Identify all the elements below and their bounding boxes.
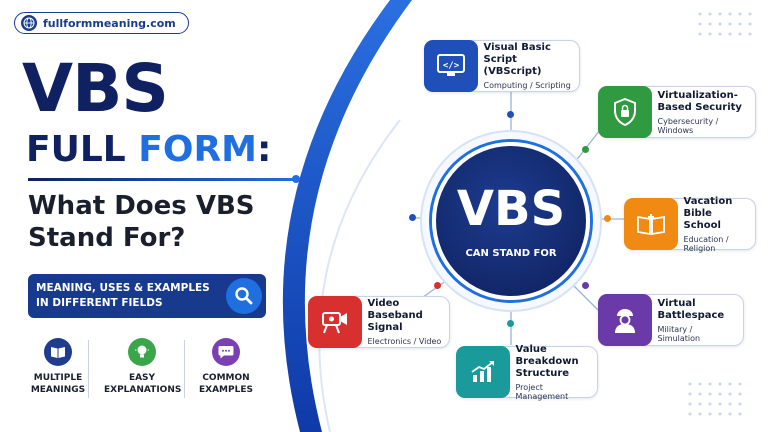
globe-icon xyxy=(21,15,37,31)
shield-lock-icon xyxy=(597,86,652,138)
card-title-line-1: Vacation xyxy=(683,195,733,207)
connector-dot xyxy=(409,214,416,221)
svg-text:</>: </> xyxy=(442,61,459,71)
bible-icon xyxy=(623,198,678,250)
connector-dot xyxy=(434,282,441,289)
banner-line-1: MEANING, USES & EXAMPLES xyxy=(36,282,210,294)
card-title: Vacation Bible School xyxy=(684,196,750,232)
card-title-line-1: Video xyxy=(367,298,400,309)
title-full-word: FULL xyxy=(26,129,126,170)
title-underline xyxy=(28,175,300,183)
feature-label-line-2: EXPLANATIONS xyxy=(104,385,182,395)
card-video-baseband-signal[interactable]: Video Baseband Signal Electronics / Vide… xyxy=(307,296,450,348)
card-category: Computing / Scripting xyxy=(483,81,571,90)
feature-multiple-meanings: MULTIPLE MEANINGS xyxy=(20,338,96,396)
feature-label-line-1: MULTIPLE xyxy=(33,373,83,383)
feature-label-line-1: COMMON xyxy=(202,373,250,383)
blue-arc xyxy=(282,0,412,432)
title-colon: : xyxy=(257,129,272,170)
card-title-line-2: Structure xyxy=(515,367,570,379)
center-abbr: VBS xyxy=(456,181,566,237)
book-icon xyxy=(44,338,72,366)
card-category: Education / Religion xyxy=(683,234,729,253)
card-title-line-2: Baseband Signal xyxy=(367,310,423,333)
chat-icon xyxy=(212,338,240,366)
feature-common-examples: COMMON EXAMPLES xyxy=(188,338,264,396)
feature-label: COMMON EXAMPLES xyxy=(188,372,264,396)
question-line-2: Stand For? xyxy=(28,223,186,253)
question-line-1: What Does VBS xyxy=(28,191,255,221)
chart-growth-icon xyxy=(455,346,510,398)
card-title: Value Breakdown Structure xyxy=(516,344,592,380)
card-visual-basic-script[interactable]: </> Visual Basic Script (VBScript) Compu… xyxy=(423,40,580,92)
center-subtitle: CAN STAND FOR xyxy=(465,248,557,259)
meaning-banner: MEANING, USES & EXAMPLES IN DIFFERENT FI… xyxy=(28,274,266,318)
card-title-line-1: Virtualization- xyxy=(657,89,738,101)
card-title-line-1: Value Breakdown xyxy=(515,343,579,367)
card-value-breakdown-structure[interactable]: Value Breakdown Structure Project Manage… xyxy=(455,344,598,401)
card-virtualization-based-security[interactable]: Virtualization- Based Security Cybersecu… xyxy=(597,86,756,138)
card-title-line-2: Based Security xyxy=(657,101,742,113)
card-title: Visual Basic Script (VBScript) xyxy=(484,42,574,78)
title-abbr: VBS xyxy=(22,50,169,127)
site-link[interactable]: fullformmeaning.com xyxy=(14,12,189,34)
card-category: Cybersecurity / Windows xyxy=(657,116,719,135)
feature-divider xyxy=(184,340,185,398)
card-title-line-1: Visual Basic Script xyxy=(483,42,551,65)
card-title: Virtualization- Based Security xyxy=(658,90,750,114)
center-badge: VBS CAN STAND FOR xyxy=(432,142,590,300)
card-category: Electronics / Video xyxy=(367,337,442,346)
card-vacation-bible-school[interactable]: Vacation Bible School Education / Religi… xyxy=(623,196,756,253)
card-title-line-1: Virtual xyxy=(657,297,696,309)
card-title-line-2: Battlespace xyxy=(657,309,725,321)
soldier-icon xyxy=(597,294,652,346)
connector-dot xyxy=(507,320,514,327)
search-icon[interactable] xyxy=(226,278,262,314)
code-monitor-icon: </> xyxy=(423,40,478,92)
feature-list: MULTIPLE MEANINGS EASY EXPLANATIONS COMM… xyxy=(20,338,270,408)
site-label: fullformmeaning.com xyxy=(43,16,176,30)
card-title: Virtual Battlespace xyxy=(658,298,738,322)
card-title-line-2: (VBScript) xyxy=(483,66,542,77)
feature-divider xyxy=(88,340,89,398)
card-title-line-2: Bible School xyxy=(683,207,721,231)
banner-text: MEANING, USES & EXAMPLES IN DIFFERENT FI… xyxy=(36,281,226,311)
lightbulb-icon xyxy=(128,338,156,366)
connector-dot xyxy=(604,215,611,222)
card-virtual-battlespace[interactable]: Virtual Battlespace Military / Simulatio… xyxy=(597,294,744,346)
card-category: Project Management xyxy=(515,382,569,401)
video-camera-icon xyxy=(307,296,362,348)
feature-label: EASY EXPLANATIONS xyxy=(104,372,182,396)
card-category: Military / Simulation xyxy=(657,324,701,343)
feature-easy-explanations: EASY EXPLANATIONS xyxy=(104,338,182,396)
banner-line-2: IN DIFFERENT FIELDS xyxy=(36,297,163,309)
connector-dot xyxy=(582,146,589,153)
feature-label-line-2: MEANINGS xyxy=(30,385,86,395)
title-question: What Does VBS Stand For? xyxy=(28,190,318,254)
card-title: Video Baseband Signal xyxy=(368,298,444,334)
connector-dot xyxy=(582,282,589,289)
feature-label-line-1: EASY xyxy=(128,373,156,383)
feature-label-line-2: EXAMPLES xyxy=(199,385,253,395)
title-form-word: FORM xyxy=(138,129,257,170)
title-full-form: FULL FORM: xyxy=(26,130,271,170)
feature-label: MULTIPLE MEANINGS xyxy=(20,372,96,396)
connector-dot xyxy=(507,111,514,118)
